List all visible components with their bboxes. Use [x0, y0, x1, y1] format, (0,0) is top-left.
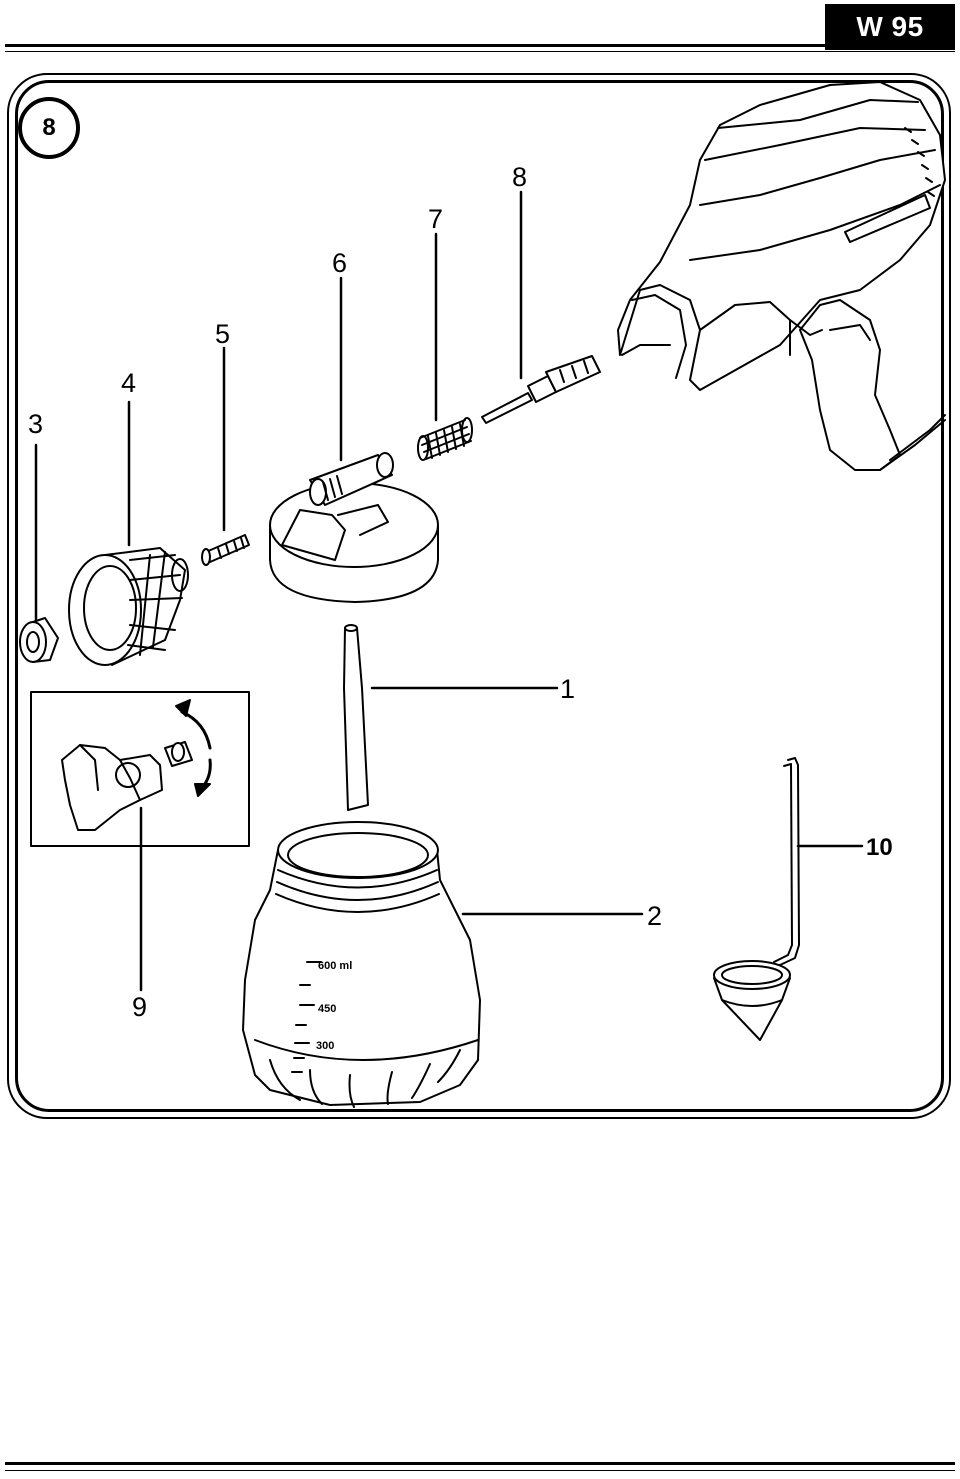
container-scale-600: 600 ml — [318, 960, 352, 972]
container-scale-300: 300 — [316, 1040, 334, 1052]
part-8-needle — [481, 355, 601, 424]
part-4-air-cap — [68, 547, 189, 666]
step-number-badge: 8 — [18, 97, 80, 159]
part-7-spring — [417, 417, 473, 461]
model-name: W 95 — [856, 11, 924, 42]
part-5-screw — [201, 534, 250, 566]
part-6-valve-lid — [269, 452, 439, 603]
callout-2: 2 — [647, 901, 662, 931]
container-scale-450: 450 — [318, 1003, 336, 1015]
callout-1: 1 — [560, 674, 575, 704]
callout-10: 10 — [866, 834, 893, 861]
spray-gun-body — [617, 81, 946, 471]
part-2-paint-container — [242, 821, 481, 1108]
callout-9: 9 — [132, 992, 147, 1022]
callout-4: 4 — [121, 368, 136, 398]
figure-frame-outer — [7, 73, 951, 1119]
header-rule-top — [5, 44, 955, 47]
callout-7: 7 — [428, 204, 443, 234]
callout-6: 6 — [332, 248, 347, 278]
callout-5: 5 — [215, 319, 230, 349]
figure-frame — [15, 80, 944, 1112]
part-10-viscometer — [713, 757, 800, 1041]
header-rule-bottom — [5, 51, 955, 52]
model-badge: W 95 — [825, 4, 955, 50]
footer-rule-top — [5, 1462, 955, 1465]
step-number: 8 — [42, 114, 56, 141]
callout-3: 3 — [28, 409, 43, 439]
callout-8: 8 — [512, 162, 527, 192]
footer-rule-bottom — [5, 1470, 955, 1471]
leader-lines — [34, 190, 864, 992]
part-1-suction-tube — [343, 624, 369, 811]
part-3-nozzle-nut — [19, 617, 59, 663]
